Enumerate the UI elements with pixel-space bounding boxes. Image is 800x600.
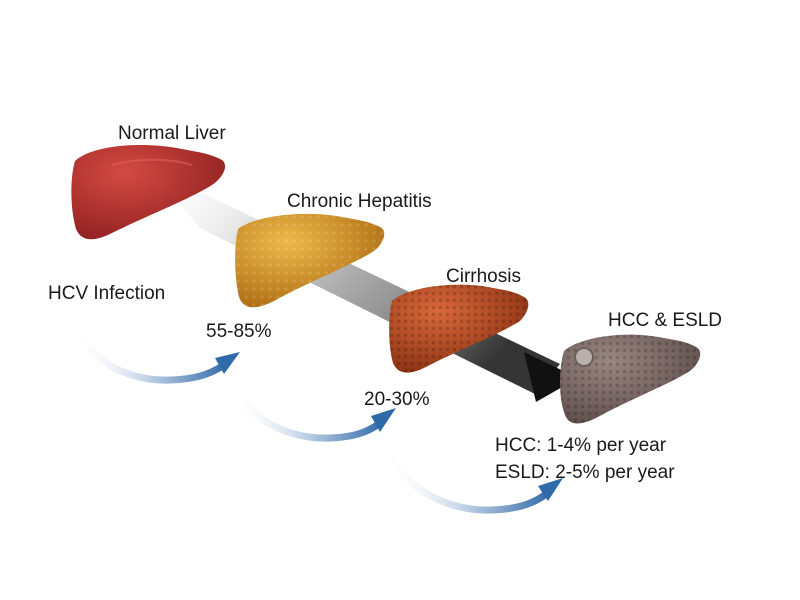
chronic-hepatitis-liver-image <box>235 213 385 308</box>
progression-arrowhead <box>524 352 578 402</box>
hcc-rate-label: HCC: 1-4% per year <box>495 435 667 456</box>
normal-liver-label: Normal Liver <box>118 123 226 144</box>
normal-liver-image <box>71 145 226 240</box>
curve-arrow-3 <box>380 424 563 514</box>
chronic-hepatitis-label: Chronic Hepatitis <box>287 191 432 212</box>
hcv-infection-label: HCV Infection <box>48 283 166 304</box>
tumor-nodule <box>574 347 594 367</box>
esld-rate-label: ESLD: 2-5% per year <box>495 462 675 483</box>
hcc-esld-label: HCC & ESLD <box>608 310 723 331</box>
cirrhosis-rate-label: 20-30% <box>364 389 430 410</box>
curve-arrow-2 <box>226 358 396 442</box>
chronic-rate-label: 55-85% <box>206 321 272 342</box>
cirrhosis-liver-image <box>389 284 529 373</box>
hcc-liver-image <box>560 334 701 424</box>
cirrhosis-label: Cirrhosis <box>446 266 521 287</box>
